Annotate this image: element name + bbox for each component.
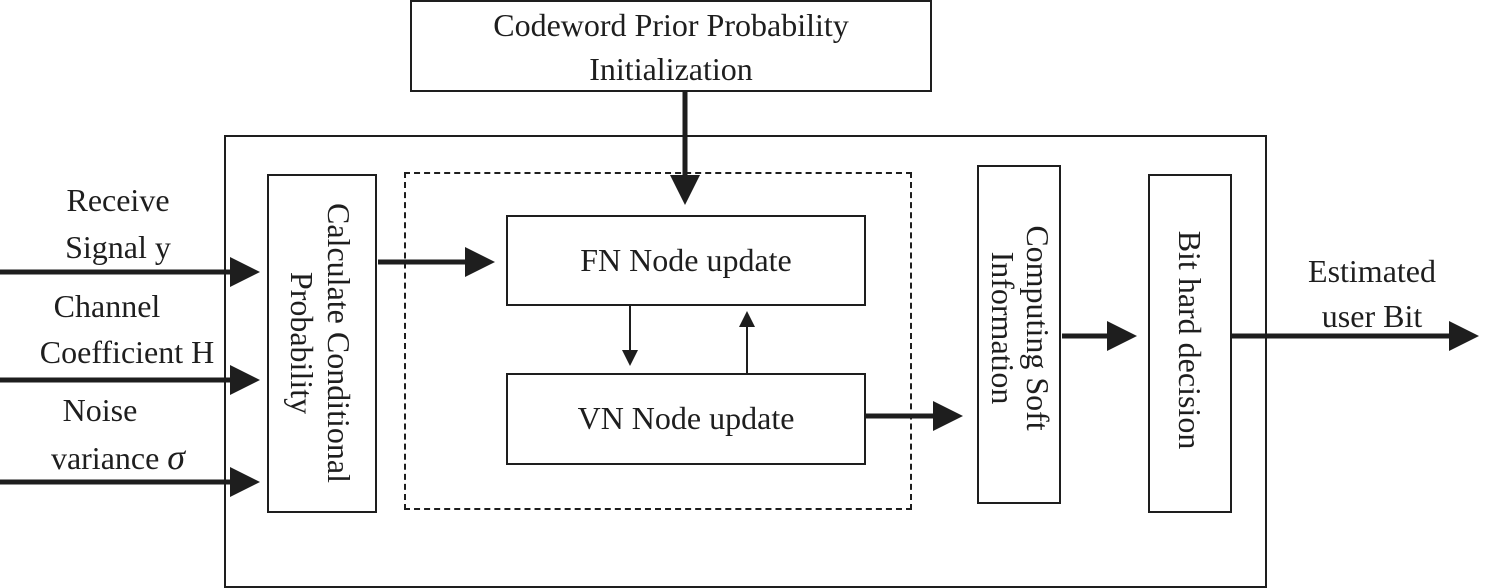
detector-container [224,135,1267,588]
fn-node-update-box: FN Node update [506,215,866,306]
channel-coefficient-label-line1: Channel [53,288,161,324]
receive-signal-label-line2: Signal y [65,229,171,265]
noise-variance-text: variance [50,440,160,476]
calculate-conditional-probability-box [267,174,377,513]
vn-node-update-box: VN Node update [506,373,866,465]
estimated-user-bit-label-line1: Estimated [1308,253,1436,289]
noise-variance-label-line1: Noise [62,392,138,428]
bit-hard-decision-box [1148,174,1232,513]
fn-node-update-label: FN Node update [580,242,792,278]
bit-hard-decision-label: Bit hard decision [1172,230,1208,450]
sigma-symbol: σ [167,437,186,477]
noise-variance-label-line2: variance σ [0,434,236,481]
calculate-conditional-probability-label-line2: Probability [284,271,320,415]
prior-probability-box: Codeword Prior Probability Initializatio… [410,0,932,92]
iterative-message-passing-region [404,172,912,510]
receive-signal-label-line1: Receive [66,182,170,218]
computing-soft-information-label-line1: Computing Soft [1020,225,1056,431]
computing-soft-information-box [977,165,1061,504]
channel-coefficient-label-line2: Coefficient H [39,334,215,370]
computing-soft-information-label-line2: Information [985,251,1021,405]
vn-node-update-label: VN Node update [577,400,795,436]
prior-probability-label-line1: Codeword Prior Probability [493,7,849,43]
calculate-conditional-probability-label-line1: Calculate Conditional [321,203,357,483]
estimated-user-bit-label-line2: user Bit [1321,298,1423,334]
prior-probability-label-line2: Initialization [589,51,753,87]
